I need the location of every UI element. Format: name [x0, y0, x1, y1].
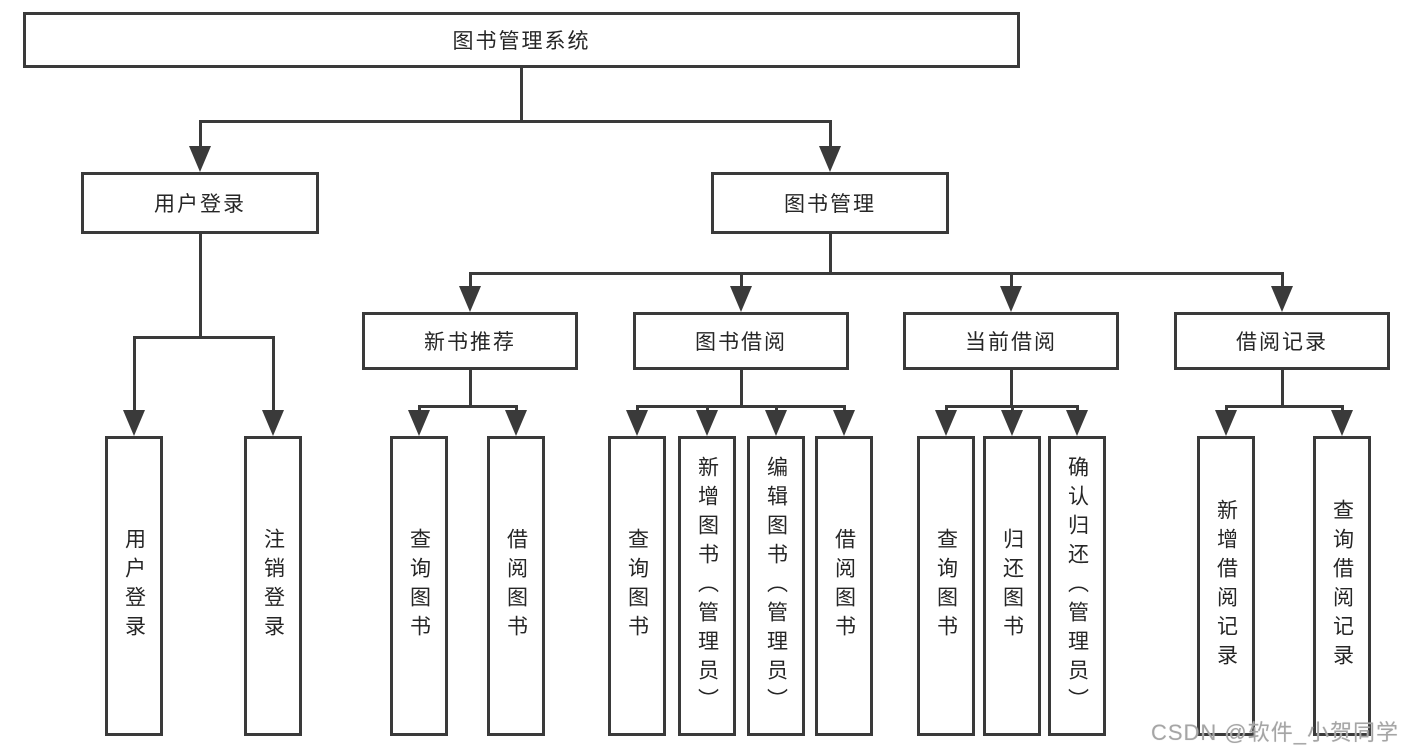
arrowhead-down-icon [765, 410, 787, 436]
arrowhead-down-icon [459, 286, 481, 312]
arrowhead-down-icon [1331, 410, 1353, 436]
node-leaf-confirm-return-admin: 确认归还（管理员） [1048, 436, 1106, 736]
arrowhead-down-icon [696, 410, 718, 436]
arrowhead-down-icon [408, 410, 430, 436]
node-leaf-borrow-books-2: 借阅图书 [815, 436, 873, 736]
arrowhead-down-icon [1001, 410, 1023, 436]
node-user-login: 用户登录 [81, 172, 319, 234]
connector-line [133, 336, 274, 339]
arrowhead-down-icon [935, 410, 957, 436]
arrowhead-down-icon [1000, 286, 1022, 312]
connector-line [469, 272, 1284, 275]
arrowhead-down-icon [262, 410, 284, 436]
connector-line [740, 272, 743, 290]
node-leaf-add-book-admin: 新增图书（管理员） [678, 436, 736, 736]
arrowhead-down-icon [1066, 410, 1088, 436]
connector-line [469, 370, 472, 407]
connector-line [636, 405, 845, 408]
node-leaf-user-login: 用户登录 [105, 436, 163, 736]
arrowhead-down-icon [819, 146, 841, 172]
connector-line [1225, 405, 1343, 408]
node-leaf-query-books-3: 查询图书 [917, 436, 975, 736]
leaf-label: 归还图书 [1000, 528, 1024, 644]
node-leaf-edit-book-admin: 编辑图书（管理员） [747, 436, 805, 736]
arrowhead-down-icon [626, 410, 648, 436]
leaf-label: 查询图书 [934, 528, 958, 644]
leaf-label: 查询图书 [625, 528, 649, 644]
leaf-label: 用户登录 [122, 528, 146, 644]
node-leaf-return-books: 归还图书 [983, 436, 1041, 736]
leaf-label: 借阅图书 [504, 528, 528, 644]
connector-line [469, 272, 472, 290]
leaf-label: 查询借阅记录 [1330, 499, 1354, 673]
connector-line [199, 234, 202, 338]
connector-line [199, 120, 202, 150]
node-leaf-query-borrow-record: 查询借阅记录 [1313, 436, 1371, 736]
node-leaf-add-borrow-record: 新增借阅记录 [1197, 436, 1255, 736]
connector-line [272, 336, 275, 414]
connector-line [520, 66, 523, 122]
connector-line [740, 370, 743, 407]
leaf-label: 借阅图书 [832, 528, 856, 644]
leaf-label: 新增图书（管理员） [695, 455, 719, 717]
connector-line [133, 336, 136, 414]
arrowhead-down-icon [730, 286, 752, 312]
node-library-system: 图书管理系统 [23, 12, 1020, 68]
watermark: CSDN @软件_小贺同学 [1150, 720, 1399, 745]
node-book-management: 图书管理 [711, 172, 949, 234]
node-current-borrow: 当前借阅 [903, 312, 1119, 370]
leaf-label: 确认归还（管理员） [1065, 455, 1089, 717]
connector-line [1281, 272, 1284, 290]
connector-line [418, 405, 518, 408]
leaf-label: 新增借阅记录 [1214, 499, 1238, 673]
node-borrow-records: 借阅记录 [1174, 312, 1390, 370]
arrowhead-down-icon [123, 410, 145, 436]
node-leaf-borrow-books-1: 借阅图书 [487, 436, 545, 736]
arrowhead-down-icon [505, 410, 527, 436]
arrowhead-down-icon [1271, 286, 1293, 312]
leaf-label: 查询图书 [407, 528, 431, 644]
node-leaf-logout: 注销登录 [244, 436, 302, 736]
connector-line [199, 120, 832, 123]
leaf-label: 编辑图书（管理员） [764, 455, 788, 717]
connector-line [1010, 370, 1013, 407]
arrowhead-down-icon [1215, 410, 1237, 436]
arrowhead-down-icon [189, 146, 211, 172]
arrowhead-down-icon [833, 410, 855, 436]
connector-line [829, 234, 832, 274]
connector-line [1010, 272, 1013, 290]
node-new-book-recommend: 新书推荐 [362, 312, 578, 370]
node-leaf-query-books-2: 查询图书 [608, 436, 666, 736]
leaf-label: 注销登录 [261, 528, 285, 644]
connector-line [1281, 370, 1284, 407]
connector-line [829, 120, 832, 150]
node-book-borrow: 图书借阅 [633, 312, 849, 370]
node-leaf-query-books-1: 查询图书 [390, 436, 448, 736]
